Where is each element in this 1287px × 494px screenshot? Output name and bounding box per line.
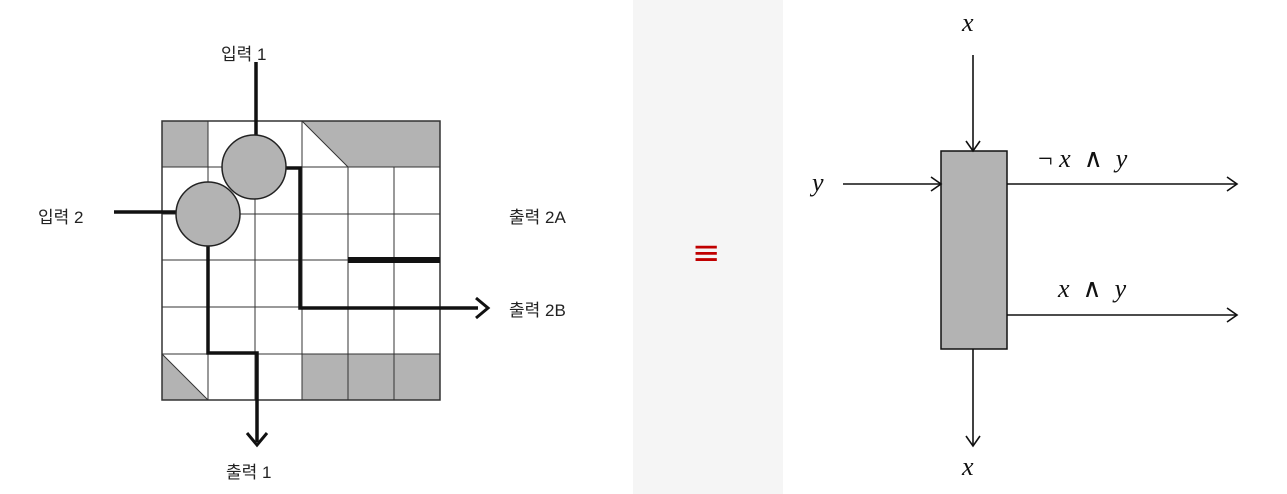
input1-label: 입력 1 [221, 45, 267, 64]
output1-path [206, 243, 259, 442]
and-symbol: ∧ [1083, 144, 1103, 173]
out-bottom-arrowhead [1226, 307, 1239, 323]
not-symbol: ¬ [1038, 144, 1053, 173]
gate-box [940, 150, 1008, 350]
x-output-arrowhead [965, 435, 981, 448]
x-bottom-label: x [962, 452, 974, 481]
left-panel [0, 0, 633, 494]
equivalence-symbol: ≡ [692, 233, 721, 273]
output2a-label: 출력 2A [509, 208, 566, 227]
mirror-bar [348, 257, 440, 263]
y-input-arrowhead [930, 176, 943, 192]
grid-block-top-right [302, 121, 440, 167]
ball-input1 [221, 134, 287, 200]
out-top-x: x [1059, 144, 1071, 173]
right-panel [783, 0, 1287, 494]
y-input-label: y [812, 168, 824, 197]
x-input-arrowhead [965, 140, 981, 153]
input2-label: 입력 2 [38, 208, 84, 227]
out-bottom-x: x [1058, 274, 1070, 303]
output2b-path [285, 166, 478, 310]
grid-block-top-left [162, 121, 208, 167]
and-symbol: ∧ [1082, 274, 1102, 303]
gate-grid [114, 62, 491, 448]
out-top-y: y [1115, 144, 1128, 173]
output1-arrowhead [245, 432, 269, 448]
x-top-label: x [962, 8, 974, 37]
gate-symbol [843, 55, 1239, 448]
center-panel [633, 0, 783, 494]
ball-input2 [175, 181, 241, 247]
out-bottom-y: y [1114, 274, 1127, 303]
out-bottom-expression: x ∧ y [1058, 274, 1126, 304]
grid-block-bottom-right [302, 354, 440, 400]
out-top-arrowhead [1226, 176, 1239, 192]
out-top-expression: ¬ x ∧ y [1038, 144, 1127, 174]
output1-label: 출력 1 [226, 463, 272, 482]
output2b-label: 출력 2B [509, 301, 566, 320]
output2b-arrowhead [475, 296, 491, 320]
